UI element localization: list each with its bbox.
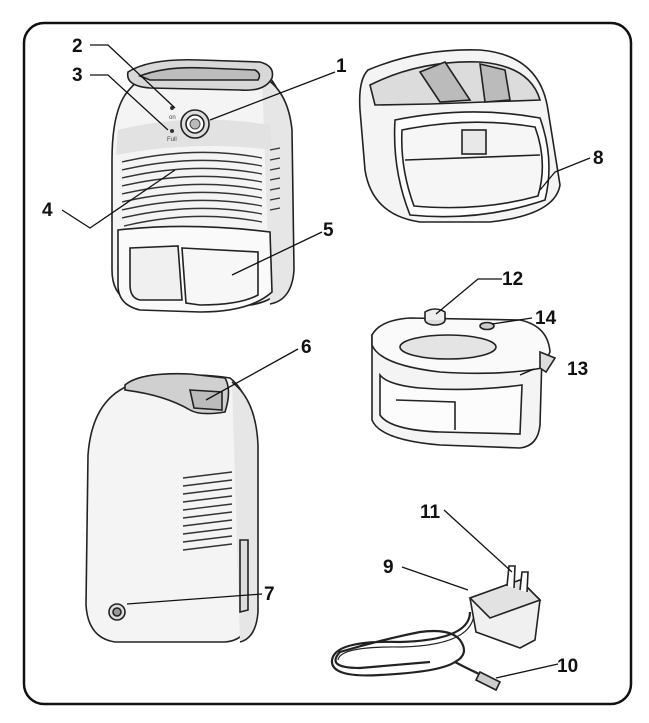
callout-12: 12 xyxy=(502,269,523,290)
callout-13: 13 xyxy=(567,359,588,380)
dehumidifier-rear-view xyxy=(85,372,259,643)
leader-lines xyxy=(61,44,591,679)
tank-drain-plug xyxy=(479,321,495,331)
callout-8: 8 xyxy=(593,148,604,169)
plug-prong-right xyxy=(519,571,529,593)
water-tank xyxy=(371,308,557,449)
dc-plug xyxy=(474,670,502,692)
front-air-grille xyxy=(121,151,263,227)
tank-opening xyxy=(399,334,497,360)
full-indicator-light xyxy=(170,129,174,133)
callout-4: 4 xyxy=(42,200,53,221)
rear-body xyxy=(85,374,253,643)
callout-3: 3 xyxy=(72,65,83,86)
rear-vent xyxy=(182,471,233,551)
callout-1: 1 xyxy=(336,56,347,77)
dehumidifier-back-view xyxy=(358,49,561,223)
on-indicator-label: on xyxy=(169,115,176,121)
full-indicator-label: Full xyxy=(167,137,177,143)
dehumidifier-front-view xyxy=(111,58,295,313)
callout-7: 7 xyxy=(264,584,275,605)
callout-11: 11 xyxy=(420,502,441,523)
callout-14: 14 xyxy=(535,308,557,329)
callout-6: 6 xyxy=(301,337,312,358)
callout-9: 9 xyxy=(383,557,394,578)
power-adapter xyxy=(330,565,542,692)
plug-prong-left xyxy=(506,565,516,589)
power-cord-loop xyxy=(330,611,472,677)
callout-10: 10 xyxy=(557,656,578,677)
callout-2: 2 xyxy=(72,36,83,57)
callout-5: 5 xyxy=(323,220,334,241)
